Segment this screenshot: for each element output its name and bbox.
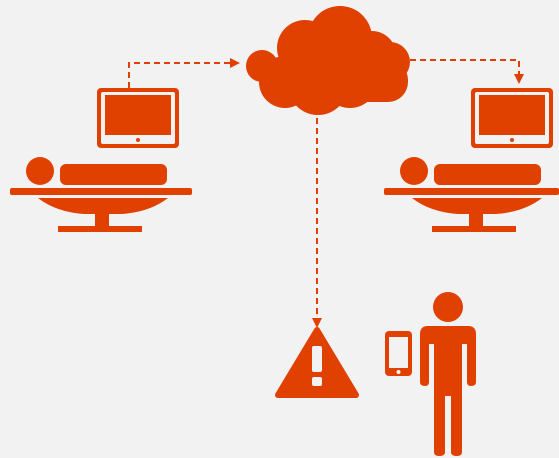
warning-icon bbox=[275, 327, 359, 398]
person-icon bbox=[420, 292, 476, 456]
left-patient-icon bbox=[26, 157, 167, 185]
left-bed-icon bbox=[10, 188, 192, 232]
cloud-icon bbox=[246, 6, 410, 115]
right-bed-icon bbox=[384, 188, 559, 232]
smartphone-icon bbox=[385, 331, 412, 376]
left-monitor-icon bbox=[97, 88, 179, 148]
connector-left-to-cloud bbox=[128, 58, 240, 88]
right-patient-icon bbox=[400, 157, 541, 185]
connector-cloud-to-right bbox=[410, 59, 524, 84]
right-monitor-icon bbox=[471, 88, 553, 148]
